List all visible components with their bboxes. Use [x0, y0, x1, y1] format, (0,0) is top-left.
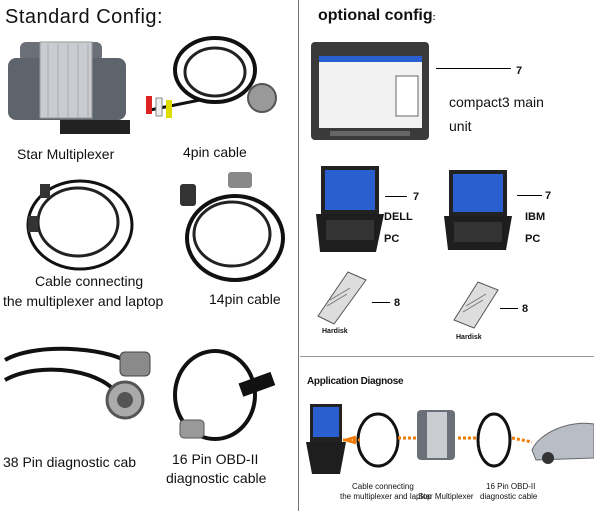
dell-line [385, 196, 407, 197]
compact3-label-2: unit [449, 118, 472, 134]
diagnose-caption-2: Star Multiplexer [418, 492, 474, 501]
dell-label-1: DELL [384, 211, 413, 223]
ibm-label-2: PC [525, 233, 541, 245]
hard-disk-caption-1: Hardisk [322, 328, 348, 335]
diagnose-title: Application Diagnose [307, 376, 404, 387]
connecting-cable-image [26, 179, 134, 271]
38pin-cable-image [4, 346, 151, 420]
optional-config-title-colon: : [432, 12, 436, 22]
ibm-line [517, 195, 542, 196]
hard-disk-caption-2: Hardisk [456, 334, 482, 341]
compact3-label-1: compact3 main [449, 94, 544, 110]
compact3-number: 7 [516, 65, 523, 77]
dell-number: 7 [413, 191, 420, 203]
vertical-divider [298, 0, 299, 511]
connecting-cable-label-2: the multiplexer and laptop [3, 293, 164, 309]
obd-cable-image [173, 349, 276, 441]
multiplexer-label: Star Multiplexer [17, 146, 115, 162]
diagnose-caption-1a: Cable connecting [352, 482, 414, 491]
diagnose-caption-3b: diagnostic cable [480, 492, 538, 501]
dell-label-2: PC [384, 233, 400, 245]
diagnose-caption-1b: the multiplexer and laptop [340, 492, 432, 501]
star-multiplexer-image [8, 41, 130, 134]
4pin-cable-image [146, 36, 277, 118]
connecting-cable-label-1: Cable connecting [35, 273, 144, 289]
hard-disk-number-1: 8 [394, 297, 401, 309]
optional-config-title: optional config: [318, 7, 436, 25]
hard-disk-number-2: 8 [522, 303, 529, 315]
standard-config-title: Standard Config: [5, 6, 164, 28]
ibm-label-1: IBM [525, 211, 546, 223]
4pin-cable-label: 4pin cable [183, 144, 247, 160]
hard-disk-line-1 [372, 302, 390, 303]
obd-cable-label-1: 16 Pin OBD-II [172, 451, 259, 467]
14pin-cable-image [180, 172, 285, 282]
14pin-cable-label: 14pin cable [209, 291, 281, 307]
horizontal-divider [300, 356, 594, 357]
obd-cable-label-2: diagnostic cable [166, 470, 267, 486]
ibm-number: 7 [545, 190, 552, 202]
compact3-line [436, 68, 511, 69]
38pin-cable-label: 38 Pin diagnostic cab [3, 454, 137, 470]
hard-disk-line-2 [500, 308, 518, 309]
diagnose-caption-3a: 16 Pin OBD-II [486, 482, 536, 491]
optional-config-title-text: optional config [318, 7, 433, 24]
